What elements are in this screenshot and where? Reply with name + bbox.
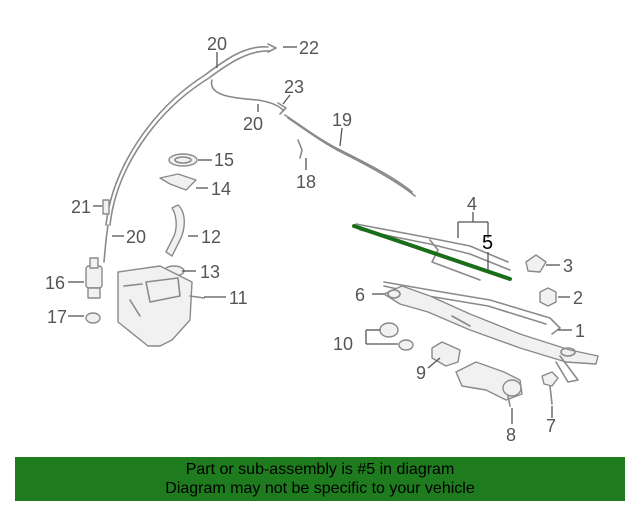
banner-line-2: Diagram may not be specific to your vehi… — [165, 480, 475, 497]
callout-13: 13 — [200, 262, 220, 282]
washer-hose-assembly — [102, 43, 416, 263]
pump-grommet — [85, 312, 101, 324]
callout-6: 6 — [355, 285, 365, 305]
callout-18: 18 — [296, 172, 316, 192]
parts-diagram: 20 22 23 20 19 18 15 14 21 12 20 13 16 1… — [45, 34, 599, 445]
callout-8: 8 — [506, 425, 516, 445]
arm-nut-cap — [525, 254, 547, 273]
callout-23: 23 — [284, 77, 304, 97]
callout-20-mid: 20 — [243, 114, 263, 134]
callout-22: 22 — [299, 38, 319, 58]
mounting-bolt — [541, 371, 559, 405]
callout-3: 3 — [563, 256, 573, 276]
filler-neck — [159, 173, 197, 191]
washer-pump — [85, 257, 103, 299]
motor-bracket — [431, 341, 461, 367]
callout-21: 21 — [71, 197, 91, 217]
callout-17: 17 — [47, 307, 67, 327]
callout-10: 10 — [333, 334, 353, 354]
washer-reservoir — [117, 265, 205, 347]
wiper-blade-assembly — [352, 223, 512, 281]
wiper-motor — [455, 361, 523, 407]
callout-16: 16 — [45, 273, 65, 293]
reservoir-cap — [168, 153, 198, 167]
callout-1: 1 — [575, 321, 585, 341]
callout-15: 15 — [214, 150, 234, 170]
callout-4: 4 — [467, 194, 477, 214]
linkage-grommet — [379, 322, 414, 351]
filler-tube — [165, 204, 185, 257]
arm-nut — [539, 287, 557, 307]
callout-19: 19 — [332, 110, 352, 130]
leader-lines — [68, 46, 572, 424]
wiper-blade-refill-highlight — [352, 224, 512, 281]
callout-7: 7 — [546, 416, 556, 436]
banner-line-1: Part or sub-assembly is #5 in diagram — [185, 461, 455, 478]
callout-11: 11 — [229, 288, 248, 308]
callout-20-low: 20 — [126, 227, 146, 247]
info-banner: Part or sub-assembly is #5 in diagram Di… — [15, 457, 625, 501]
wiper-linkage — [383, 285, 599, 383]
callout-20-top: 20 — [207, 34, 227, 54]
callout-2: 2 — [573, 288, 583, 308]
callout-12: 12 — [201, 227, 221, 247]
callout-5: 5 — [482, 232, 493, 254]
callout-14: 14 — [211, 179, 231, 199]
callout-9: 9 — [416, 363, 426, 383]
callout-labels: 20 22 23 20 19 18 15 14 21 12 20 13 16 1… — [45, 34, 585, 445]
